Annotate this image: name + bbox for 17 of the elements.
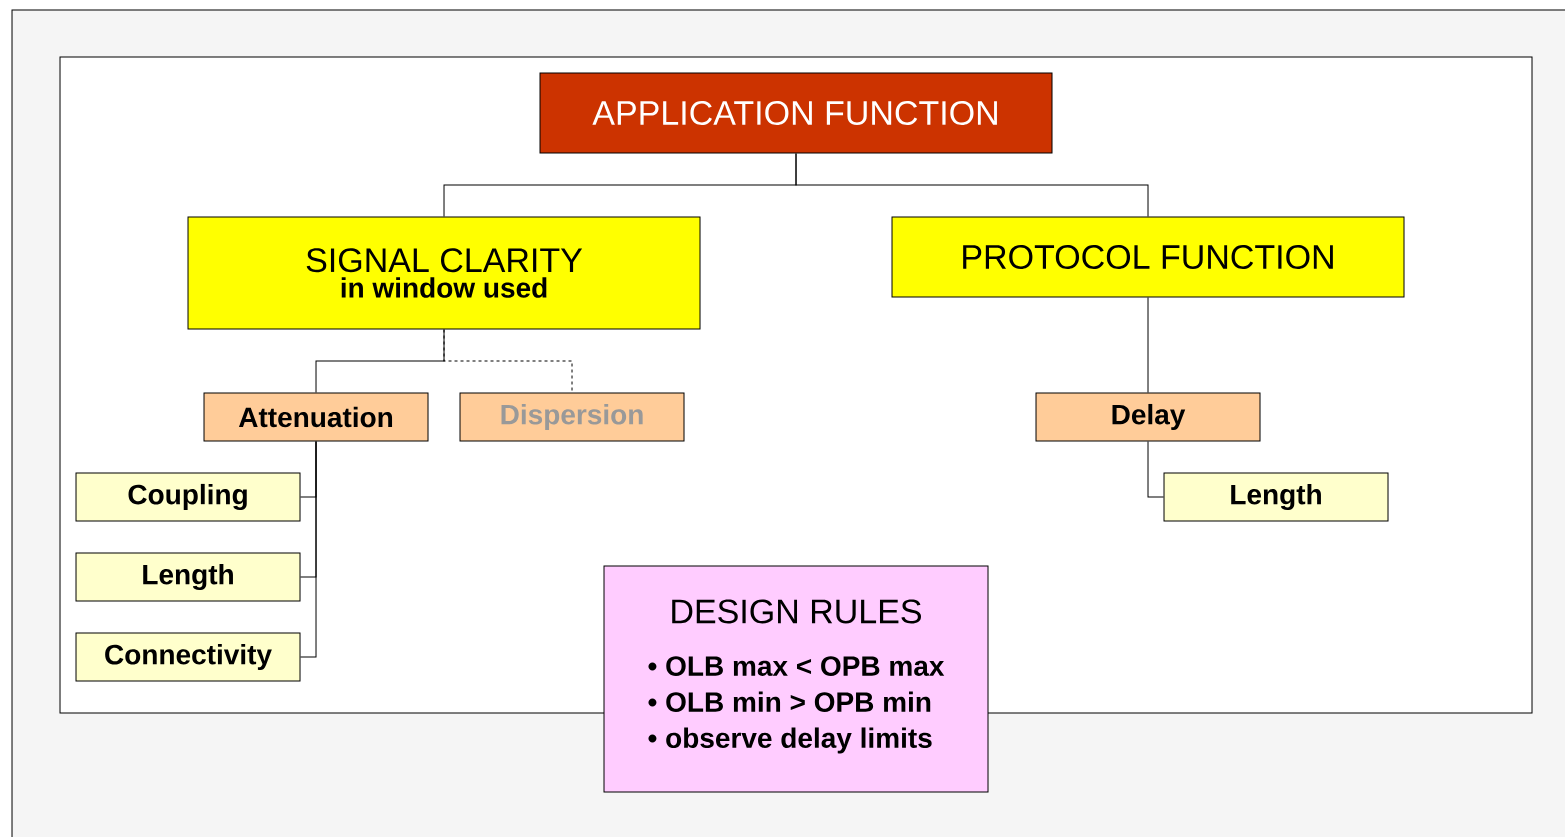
rules-box: DESIGN RULES • OLB max < OPB max • OLB min > OPB min • observe delay limits [603, 565, 989, 793]
label-box: Coupling [75, 472, 301, 522]
label-box: Length [1163, 472, 1389, 522]
connector-line [795, 153, 1149, 217]
connector-line [1147, 297, 1149, 393]
label-box: Attenuation [203, 392, 429, 442]
label-box: Connectivity [75, 632, 301, 682]
title-box: SIGNAL CLARITY in window used [187, 216, 701, 330]
connector-line [443, 329, 573, 393]
title-box: PROTOCOL FUNCTION [891, 216, 1405, 298]
label-box: Dispersion [459, 392, 685, 442]
connector-line [1147, 441, 1164, 498]
label-box: Delay [1035, 392, 1261, 442]
label-box: Length [75, 552, 301, 602]
title-box: APPLICATION FUNCTION [539, 72, 1053, 154]
connector-line [315, 329, 445, 393]
connector-line [300, 441, 317, 658]
